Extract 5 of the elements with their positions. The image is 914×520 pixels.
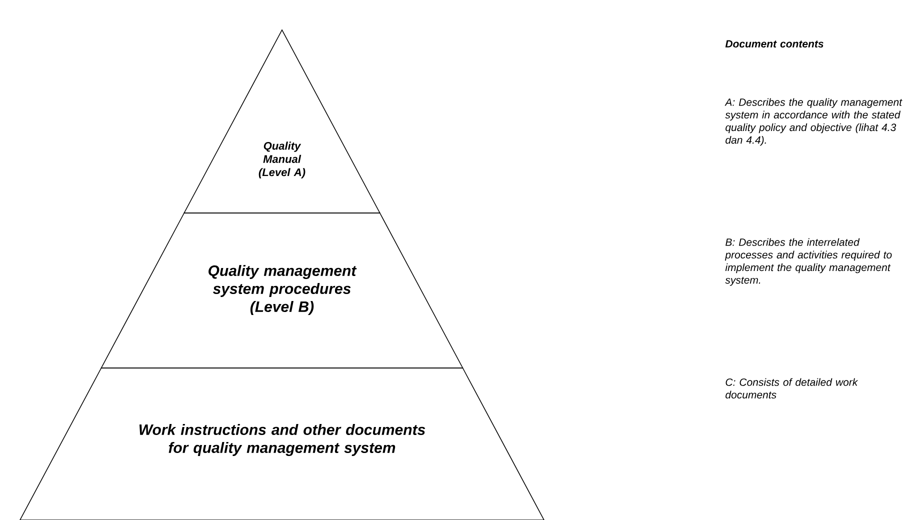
heading: Document contents (725, 40, 824, 48)
pyramid-level: Quality management system procedures (Level B) (100, 212, 464, 368)
description-text: A: Describes the quality management system in accordance with the stated quality policy and objective (lihat 4.3 dan 4.4). (724, 98, 902, 146)
description-text: C: Consists of detailed work documents (726, 378, 858, 399)
description-text: B: Describes the interrelated processes and activities required to implement the quality management system. (724, 238, 892, 286)
